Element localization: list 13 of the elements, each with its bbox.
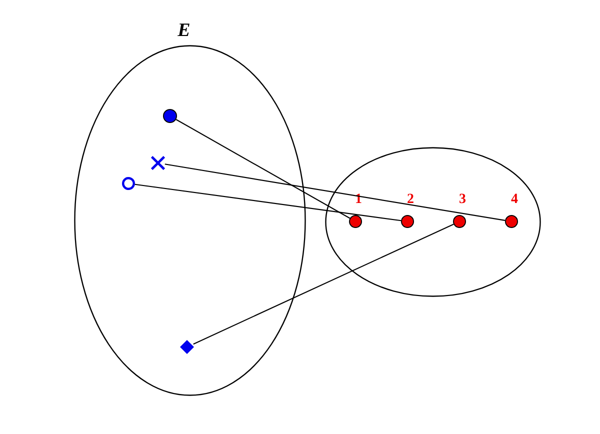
point-number: 3 [458,193,467,207]
point-number: 2 [406,193,415,207]
diamond-icon [180,340,194,354]
cross-icon [151,156,165,170]
point-number: 4 [510,193,519,207]
connector-line [134,184,402,222]
connector-line [164,164,506,221]
dot-icon [163,109,177,123]
connector-line [193,224,454,345]
connector-line [176,118,350,219]
set-label: E [176,21,192,40]
ring-icon [122,177,135,190]
set-ellipse [325,147,541,297]
